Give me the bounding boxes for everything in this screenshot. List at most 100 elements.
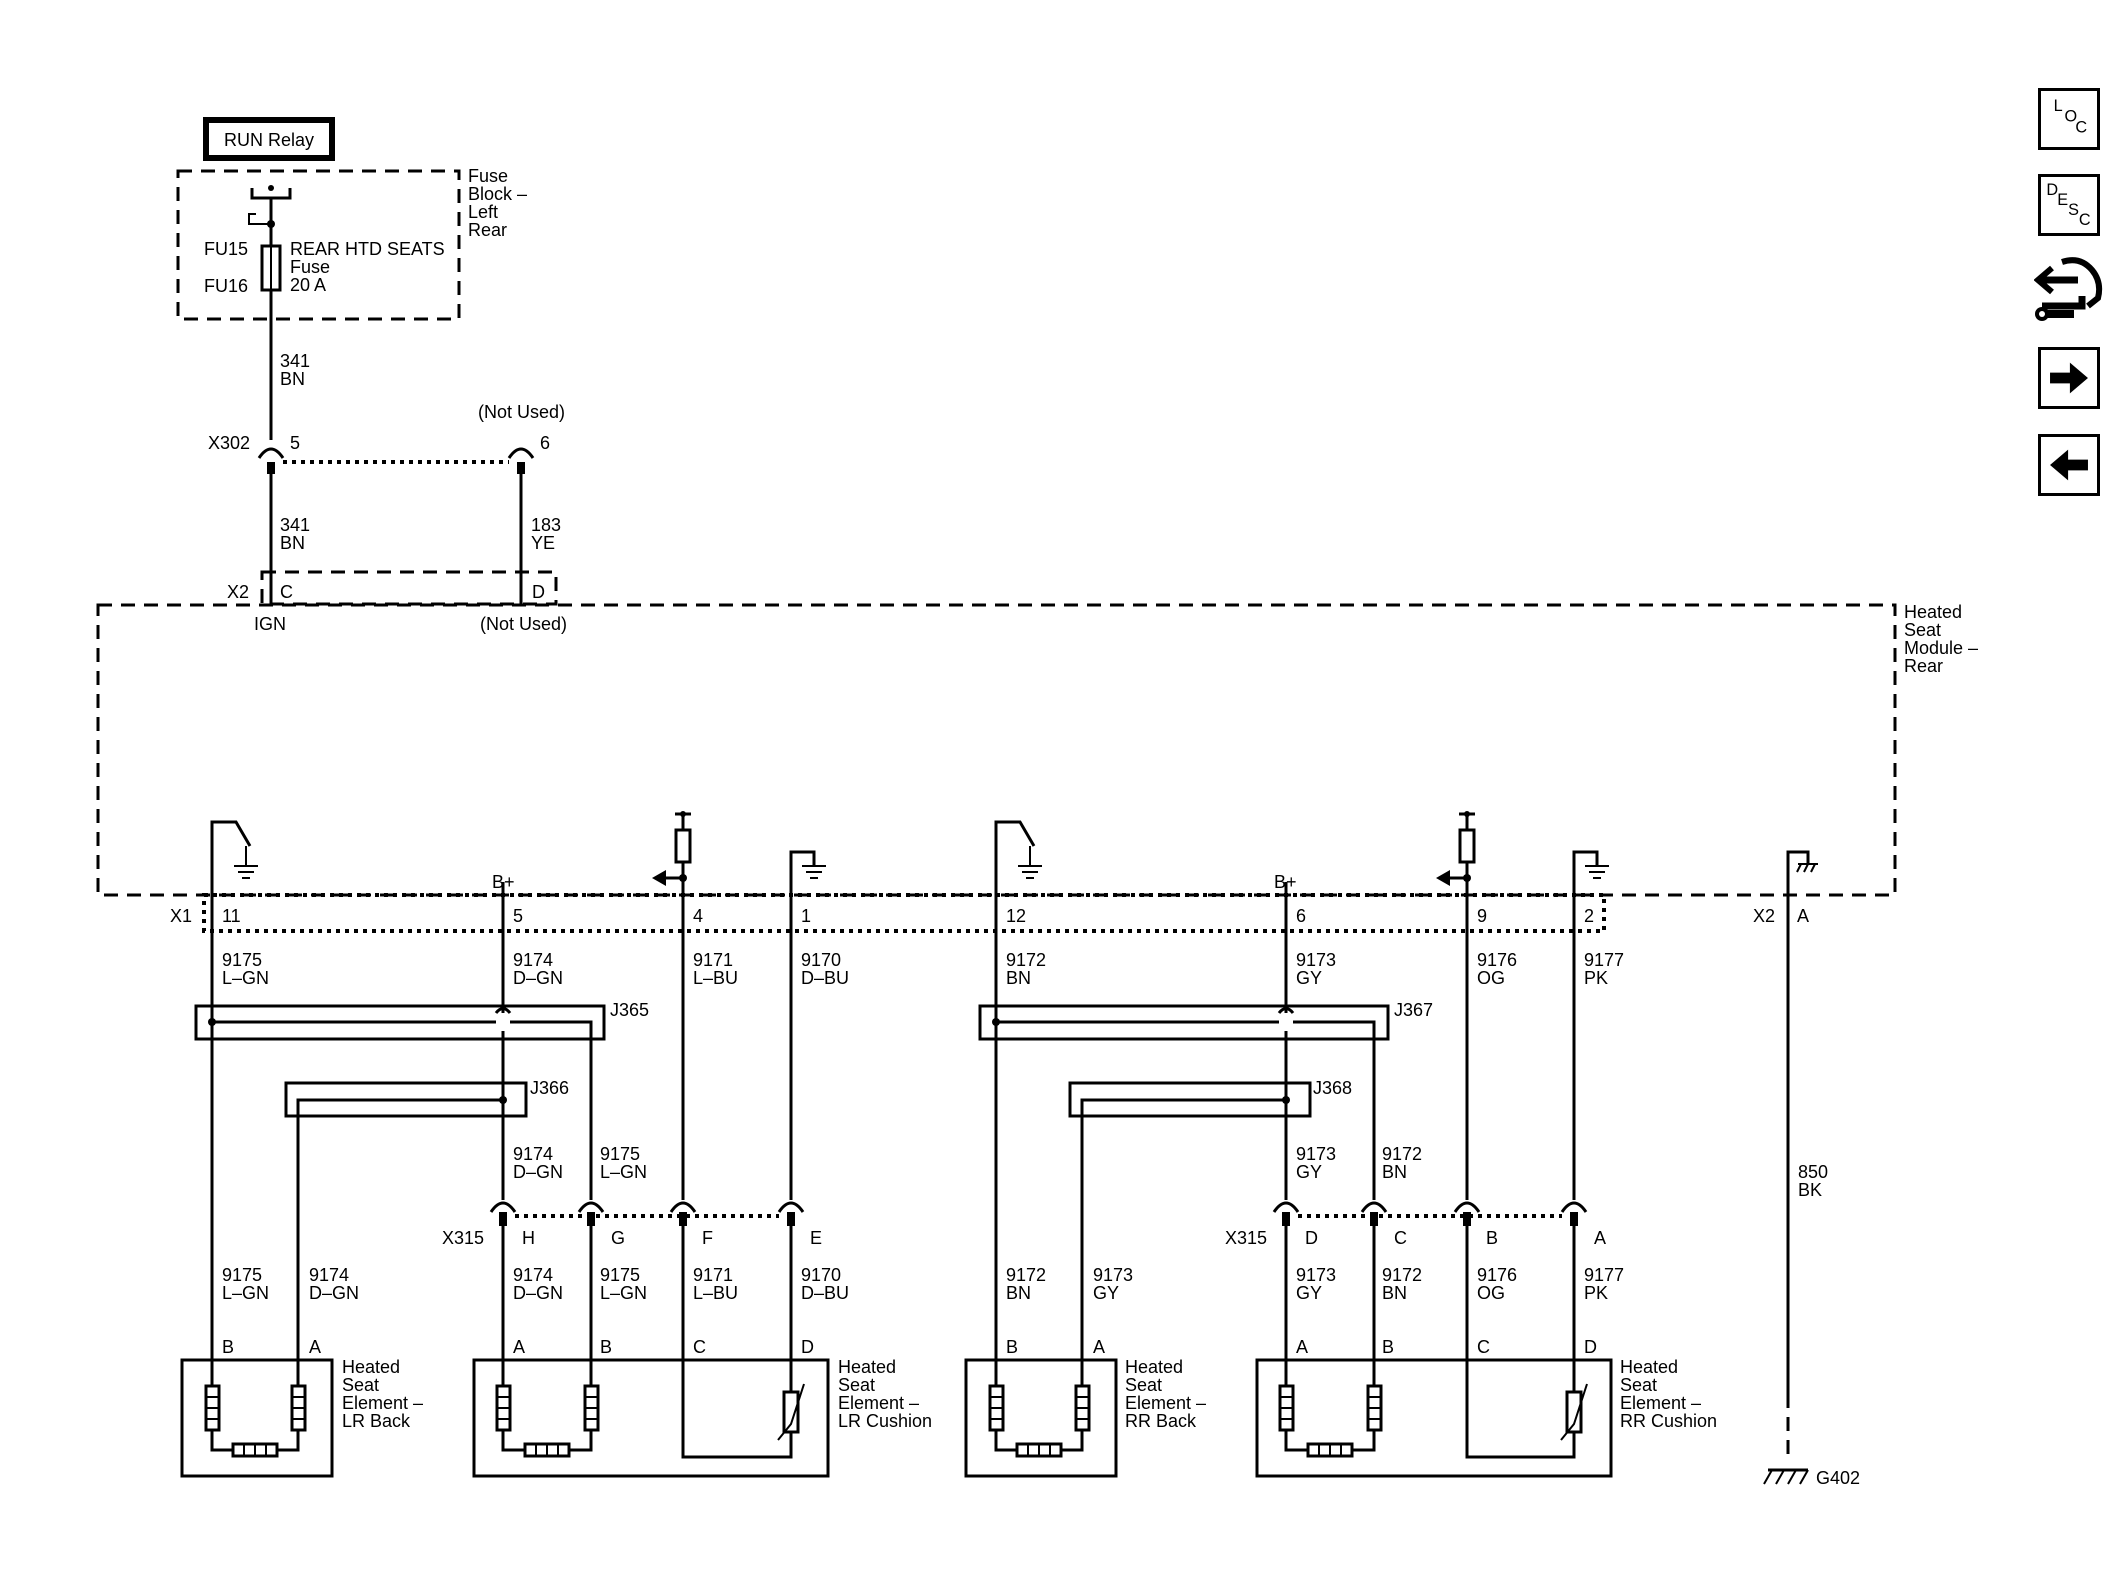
splice-j367: J367 (1394, 1000, 1433, 1020)
x302-pin-5: 5 (290, 433, 300, 453)
module-label-3: Module – (1904, 638, 1978, 658)
wire-183-color: YE (531, 533, 555, 553)
rrback-wire-1-color: BN (1006, 1283, 1031, 1303)
x315l-below-2-color: L–GN (600, 1283, 647, 1303)
x315l-above-2-color: L–GN (600, 1162, 647, 1182)
heated-seat-element-lr-cushion: A B C D Heated Seat Element – LR Cushion (472, 1337, 932, 1478)
heated-seat-module-rear: Heated Seat Module – Rear X2 C D IGN (No… (96, 570, 1978, 933)
x2-pin-d: D (532, 582, 545, 602)
car-wrench-icon (2033, 257, 2103, 321)
lrcush-pin-b: B (600, 1337, 612, 1357)
rrcush-label-1: Heated (1620, 1357, 1678, 1377)
x1-name: X1 (170, 906, 192, 926)
lrcush-label-2: Seat (838, 1375, 875, 1395)
lrback-pin-a: A (309, 1337, 321, 1357)
rrcush-label-2: Seat (1620, 1375, 1657, 1395)
wire-9176-top-color: OG (1477, 968, 1505, 988)
lrcush-pin-a: A (513, 1337, 525, 1357)
x315r-below-3-circuit: 9176 (1477, 1265, 1517, 1285)
rrback-pin-a: A (1093, 1337, 1105, 1357)
connector-x302: X302 5 6 (Not Used) (208, 402, 565, 474)
wire-341b-label: 341 (280, 515, 310, 535)
connector-x315-left: 9174 D–GN 9175 L–GN X315 H G F E 9174 D–… (442, 1144, 849, 1459)
fuse-id-bottom: FU16 (204, 276, 248, 296)
x315l-above-1-circuit: 9174 (513, 1144, 553, 1164)
x315r-above-1-color: GY (1296, 1162, 1322, 1182)
rrcush-pin-d: D (1584, 1337, 1597, 1357)
heated-seat-element-rr-cushion: A B C D Heated Seat Element – RR Cushion (1255, 1337, 1717, 1478)
svg-text:E: E (2057, 191, 2068, 209)
splice-j368: J368 (1313, 1078, 1352, 1098)
x1-pin-11: 11 (222, 906, 241, 926)
svg-text:O: O (2064, 108, 2077, 126)
wire-9176-top: 9176 (1477, 950, 1517, 970)
svg-text:C: C (2075, 119, 2087, 137)
wires-left: J365 J366 (194, 895, 793, 1345)
connector-x315-right: 9173 GY 9172 BN X315 D C B A 9173 GY 917… (1225, 1144, 1624, 1459)
lrback-wire-2-color: D–GN (309, 1283, 359, 1303)
rrback-wire-1-circuit: 9172 (1006, 1265, 1046, 1285)
wire-9173-top: 9173 (1296, 950, 1336, 970)
loc-button[interactable]: L O C (2038, 88, 2100, 150)
module-ign: IGN (254, 614, 286, 634)
lrback-wire-1-color: L–GN (222, 1283, 269, 1303)
rrcush-pin-c: C (1477, 1337, 1490, 1357)
fuse-label-3: 20 A (290, 275, 326, 295)
next-button[interactable] (2038, 347, 2100, 409)
x302-not-used: (Not Used) (478, 402, 565, 422)
lrcush-label-3: Element – (838, 1393, 919, 1413)
desc-button[interactable]: D E S C (2038, 174, 2100, 236)
x2-name: X2 (227, 582, 249, 602)
rrcush-label-4: RR Cushion (1620, 1411, 1717, 1431)
fuse-block-label-1: Fuse (468, 166, 508, 186)
wire-9172-top-color: BN (1006, 968, 1031, 988)
module-label-4: Rear (1904, 656, 1943, 676)
wire-9171-top: 9171 (693, 950, 733, 970)
rrback-wire-2-color: GY (1093, 1283, 1119, 1303)
desc-icon: D E S C (2046, 181, 2091, 229)
lrback-label-1: Heated (342, 1357, 400, 1377)
x315r-above-2-color: BN (1382, 1162, 1407, 1182)
rrback-label-2: Seat (1125, 1375, 1162, 1395)
lrcush-pin-c: C (693, 1337, 706, 1357)
fuse-block-label-4: Rear (468, 220, 507, 240)
x315l-pin-e: E (810, 1228, 822, 1248)
rrcush-label-3: Element – (1620, 1393, 1701, 1413)
x315r-below-2-circuit: 9172 (1382, 1265, 1422, 1285)
fuse-label-1: REAR HTD SEATS (290, 239, 445, 259)
lrback-label-2: Seat (342, 1375, 379, 1395)
x315l-above-2-circuit: 9175 (600, 1144, 640, 1164)
component-tool-button[interactable] (2033, 254, 2104, 330)
x1-pin-2: 2 (1584, 906, 1594, 926)
x315l-below-4-color: D–BU (801, 1283, 849, 1303)
module-not-used: (Not Used) (480, 614, 567, 634)
wire-9174-top-color: D–GN (513, 968, 563, 988)
x2-pin-c: C (280, 582, 293, 602)
wire-9175-top: 9175 (222, 950, 262, 970)
run-relay: RUN Relay (203, 117, 335, 161)
ground-g402: 850 BK G402 (1763, 895, 1860, 1488)
x315r-below-3-color: OG (1477, 1283, 1505, 1303)
rrback-label-4: RR Back (1125, 1411, 1197, 1431)
lrcush-label-1: Heated (838, 1357, 896, 1377)
run-relay-label: RUN Relay (224, 130, 314, 150)
x315l-below-2-circuit: 9175 (600, 1265, 640, 1285)
previous-button[interactable] (2038, 434, 2100, 496)
x315r-pin-b: B (1486, 1228, 1498, 1248)
lrback-label-4: LR Back (342, 1411, 411, 1431)
x315l-below-1-color: D–GN (513, 1283, 563, 1303)
rrback-label-1: Heated (1125, 1357, 1183, 1377)
fuse-block-label-2: Block – (468, 184, 527, 204)
wire-9170-top-color: D–BU (801, 968, 849, 988)
rrcush-pin-a: A (1296, 1337, 1308, 1357)
wire-9171-top-color: L–BU (693, 968, 738, 988)
x315r-below-1-color: GY (1296, 1283, 1322, 1303)
x302-pin-6: 6 (540, 433, 550, 453)
x315l-pin-g: G (611, 1228, 625, 1248)
wire-9177-top-color: PK (1584, 968, 1608, 988)
heated-seat-element-rr-back: B A Heated Seat Element – RR Back (964, 1337, 1206, 1478)
x1-pin-4: 4 (693, 906, 703, 926)
lrback-wire-1-circuit: 9175 (222, 1265, 262, 1285)
x1-pin-12: 12 (1006, 906, 1026, 926)
x315r-below-2-color: BN (1382, 1283, 1407, 1303)
